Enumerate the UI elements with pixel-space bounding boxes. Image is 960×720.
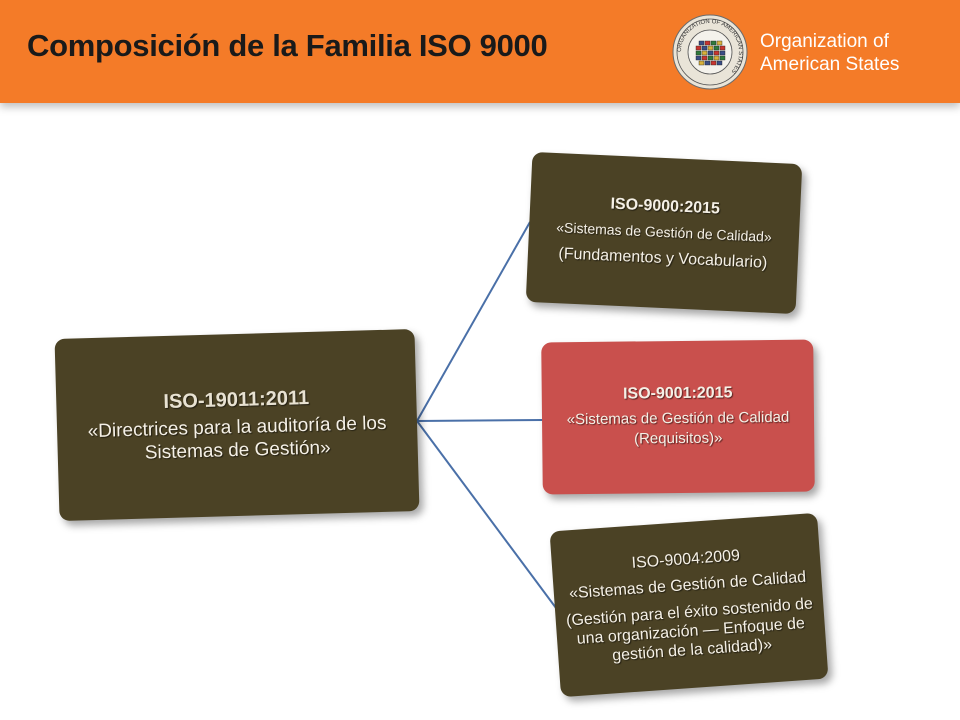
header-bar: Composición de la Familia ISO 9000 ORGAN… bbox=[0, 0, 960, 103]
iso-9001-box: ISO-9001:2015 «Sistemas de Gestión de Ca… bbox=[541, 339, 815, 495]
connector-to-iso-9001 bbox=[416, 419, 544, 422]
iso-9001-name: ISO-9001:2015 bbox=[622, 384, 733, 403]
iso-19011-description: «Directrices para la auditoría de los Si… bbox=[87, 412, 387, 464]
iso-9000-box: ISO-9000:2015 «Sistemas de Gestión de Ca… bbox=[525, 151, 803, 315]
iso-9000-description: «Sistemas de Gestión de Calidad» bbox=[555, 219, 773, 245]
organization-name-line-1: Organization of bbox=[760, 31, 889, 52]
iso-9004-subtitle: (Gestión para el éxito sostenido de una … bbox=[565, 594, 814, 664]
iso-9000-name: ISO-9000:2015 bbox=[610, 195, 721, 218]
oas-seal-icon: ORGANIZATION OF AMERICAN STATES bbox=[672, 14, 748, 90]
connector-to-iso-9000 bbox=[416, 221, 531, 422]
iso-9004-name: ISO-9004:2009 bbox=[631, 546, 741, 572]
organization-name-line-2: American States bbox=[760, 54, 900, 75]
organization-name: Organization of American States bbox=[760, 30, 899, 76]
connector-to-iso-9004 bbox=[416, 420, 557, 609]
iso-19011-name: ISO-19011:2011 bbox=[163, 386, 310, 413]
iso-9001-description: «Sistemas de Gestión de Calidad (Requisi… bbox=[566, 408, 790, 448]
page-title: Composición de la Familia ISO 9000 bbox=[27, 28, 548, 63]
iso-9004-box: ISO-9004:2009 «Sistemas de Gestión de Ca… bbox=[549, 512, 829, 698]
iso-19011-box: ISO-19011:2011 «Directrices para la audi… bbox=[54, 329, 420, 521]
iso-9000-subtitle: (Fundamentos y Vocabulario) bbox=[558, 245, 768, 272]
